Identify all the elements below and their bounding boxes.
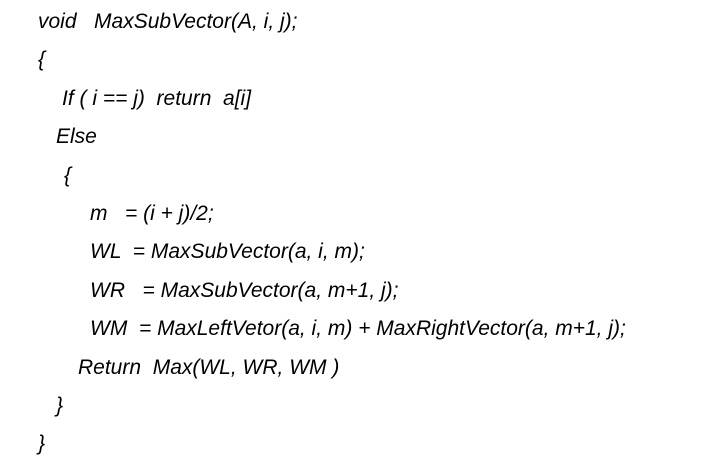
code-line-inner-open-brace: { — [64, 164, 72, 187]
code-line-inner-close-brace: } — [56, 394, 64, 417]
code-line-if-statement: If ( i == j) return a[i] — [62, 87, 252, 110]
code-line-close-brace: } — [38, 432, 46, 455]
code-line-return: Return Max(WL, WR, WM ) — [78, 356, 340, 379]
code-line-left-recursion: WL = MaxSubVector(a, i, m); — [90, 240, 365, 263]
code-line-open-brace: { — [38, 48, 46, 71]
code-line-function-signature: void MaxSubVector(A, i, j); — [38, 10, 298, 33]
code-line-middle-combination: WM = MaxLeftVetor(a, i, m) + MaxRightVec… — [90, 317, 626, 340]
code-line-right-recursion: WR = MaxSubVector(a, m+1, j); — [90, 279, 399, 302]
code-line-midpoint: m = (i + j)/2; — [90, 202, 214, 225]
code-line-else: Else — [56, 125, 97, 148]
